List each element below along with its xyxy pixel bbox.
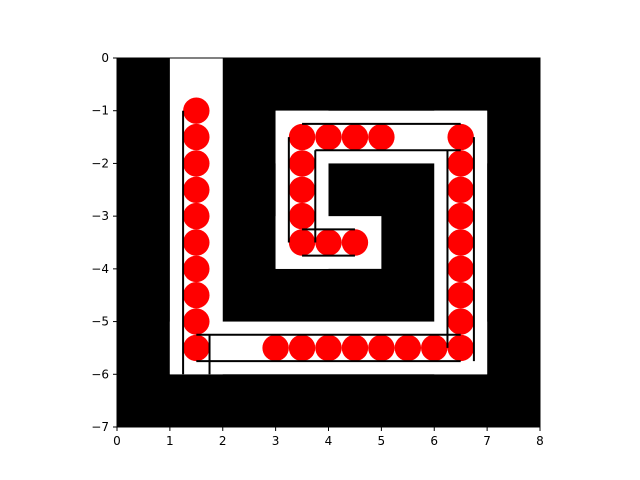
path-marker — [447, 308, 474, 335]
axes: 0 1 2 3 4 5 6 7 8 0 −1 −2 −3 −4 −5 −6 −7 — [91, 51, 544, 448]
path-marker — [421, 334, 448, 362]
path-marker — [447, 123, 474, 151]
path-marker — [183, 176, 210, 204]
path-marker — [183, 123, 210, 151]
path-marker — [183, 281, 210, 309]
path-marker — [315, 334, 342, 362]
plot-area — [117, 58, 540, 427]
path-marker — [288, 334, 316, 362]
path-marker — [447, 281, 474, 309]
x-tick-label: 7 — [483, 434, 491, 448]
x-tick-label: 4 — [325, 434, 333, 448]
path-marker — [447, 255, 474, 283]
y-tick-label: −2 — [91, 156, 109, 170]
y-tick-label: −4 — [91, 262, 109, 276]
path-marker — [183, 308, 210, 335]
y-tick-label: −5 — [91, 315, 109, 329]
path-marker — [183, 255, 210, 283]
path-marker — [183, 229, 210, 256]
path-marker — [447, 229, 474, 256]
path-marker — [262, 334, 289, 362]
x-tick-label: 8 — [536, 434, 544, 448]
x-tick-label: 3 — [272, 434, 280, 448]
path-marker — [447, 150, 474, 177]
path-marker — [183, 97, 210, 124]
path-marker — [183, 334, 210, 362]
x-tick-label: 5 — [378, 434, 386, 448]
y-tick-label: −1 — [91, 104, 109, 118]
path-marker — [368, 123, 395, 151]
path-marker — [341, 229, 369, 256]
path-marker — [394, 334, 422, 362]
path-marker — [183, 150, 210, 177]
x-tick-label: 2 — [219, 434, 227, 448]
y-tick-label: −6 — [91, 367, 109, 381]
x-tick-label: 6 — [430, 434, 438, 448]
path-marker — [288, 202, 316, 230]
path-marker — [315, 123, 342, 151]
path-marker — [288, 123, 316, 151]
path-marker — [341, 334, 369, 362]
path-marker — [341, 123, 369, 151]
path-marker — [368, 334, 395, 362]
path-marker — [288, 176, 316, 204]
y-tick-label: −7 — [91, 420, 109, 434]
path-marker — [447, 334, 474, 362]
path-marker — [447, 176, 474, 204]
path-marker — [183, 202, 210, 230]
path-marker — [315, 229, 342, 256]
path-marker — [447, 202, 474, 230]
y-tick-label: 0 — [101, 51, 109, 65]
path-marker — [288, 150, 316, 177]
x-tick-label: 0 — [113, 434, 121, 448]
path-marker — [288, 229, 316, 256]
x-tick-label: 1 — [166, 434, 174, 448]
y-tick-label: −3 — [91, 209, 109, 223]
